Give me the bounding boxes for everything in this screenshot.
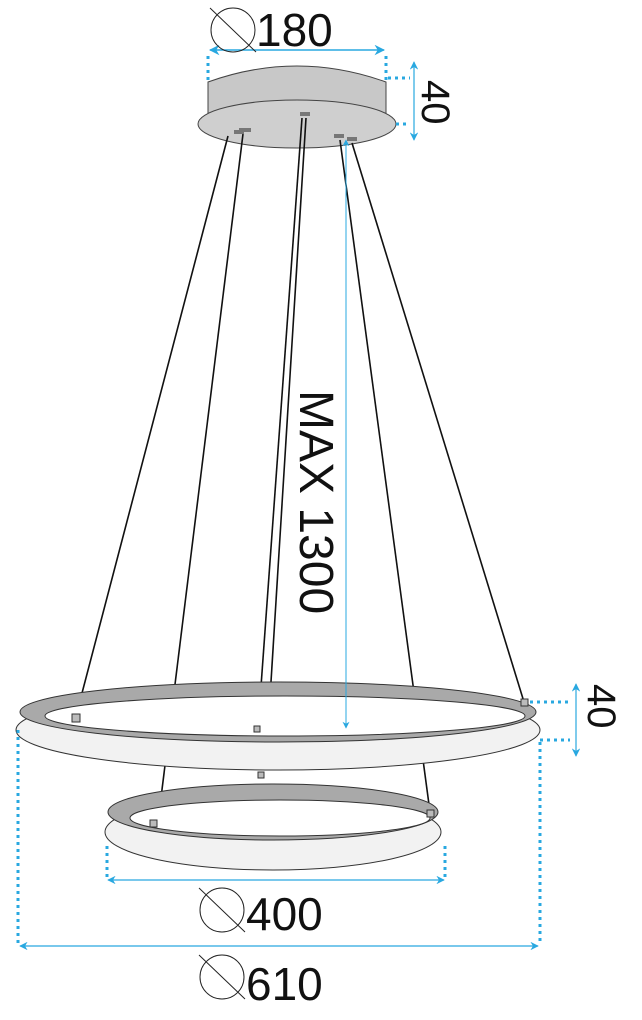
small-ring: [104, 771, 442, 871]
small-ring-diameter-label: 400: [246, 888, 323, 940]
canopy: [197, 65, 397, 149]
cable-max-length-label: MAX 1300: [289, 390, 342, 614]
large-ring-diameter-label: 610: [246, 958, 323, 1010]
large-ring: [15, 681, 541, 771]
canopy-height-label: 40: [413, 80, 457, 125]
canopy-diameter-label: 180: [256, 4, 333, 56]
diameter-symbols: [198, 7, 257, 1000]
dimension-lines: [16, 44, 581, 951]
ring-height-label: 40: [579, 684, 623, 729]
